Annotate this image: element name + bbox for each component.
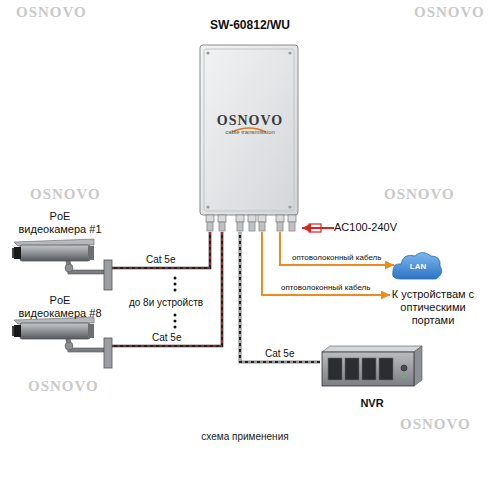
cable-twist bbox=[240, 232, 320, 362]
node-text: cable transmission bbox=[225, 128, 275, 136]
nvr-art bbox=[322, 346, 422, 386]
watermark-text: OSNOVO bbox=[400, 416, 471, 433]
node-text: PoE видеокамера #8 bbox=[16, 294, 104, 320]
cable-line bbox=[280, 232, 394, 265]
node-text: LAN bbox=[410, 262, 426, 272]
node-text: К устройствам с оптическими портами bbox=[390, 288, 476, 327]
node-text: OSNOVO bbox=[217, 113, 283, 128]
cable-line bbox=[262, 232, 390, 295]
edge-label: оптоволоконный кабель bbox=[279, 283, 372, 293]
cable-connector bbox=[112, 232, 222, 346]
cable-line bbox=[240, 232, 320, 362]
edge-label: Cat 5e bbox=[263, 348, 296, 360]
cable-line bbox=[112, 232, 210, 268]
cable-twist bbox=[112, 232, 222, 346]
switch-housing: OSNOVOcable transmission bbox=[198, 45, 302, 232]
cable-line bbox=[302, 227, 334, 229]
watermark-text: OSNOVO bbox=[414, 4, 485, 21]
cable-connector bbox=[240, 232, 320, 362]
camera-art bbox=[12, 239, 112, 290]
camera-node: PoE видеокамера #8 bbox=[8, 292, 112, 370]
note-text: до 8и устройств bbox=[120, 297, 212, 308]
switch-housing-art bbox=[200, 45, 298, 231]
cable-connector bbox=[280, 232, 394, 265]
lan-cloud-art bbox=[393, 253, 442, 280]
cable-connector bbox=[302, 228, 334, 229]
nvr-device: NVR bbox=[320, 340, 424, 412]
edge-label: Cat 5e bbox=[144, 254, 177, 266]
cable-connector bbox=[112, 232, 210, 268]
optical-devices: К устройствам с оптическими портами bbox=[390, 288, 476, 327]
lan-cloud: LAN bbox=[394, 252, 442, 280]
node-text: NVR bbox=[360, 397, 383, 410]
cable-twist bbox=[112, 232, 210, 268]
node-text: PoE видеокамера #1 bbox=[16, 210, 104, 236]
camera-node: PoE видеокамера #1 bbox=[8, 208, 112, 292]
camera-art bbox=[12, 317, 112, 368]
watermark-text: OSNOVO bbox=[16, 4, 87, 21]
edge-label: оптоволоконный кабель bbox=[290, 253, 383, 263]
watermark-text: OSNOVO bbox=[384, 186, 455, 203]
watermark-text: OSNOVO bbox=[28, 378, 99, 395]
title-text: SW-60812/WU bbox=[0, 18, 500, 32]
node-text: AC100-240V bbox=[334, 221, 397, 234]
caption-text: схема применения bbox=[0, 431, 490, 442]
edge-label: Cat 5e bbox=[150, 332, 183, 344]
power-source: AC100-240V bbox=[334, 221, 397, 234]
cable-line bbox=[112, 232, 222, 346]
watermark-text: OSNOVO bbox=[30, 186, 101, 203]
cable-connector bbox=[262, 232, 390, 295]
